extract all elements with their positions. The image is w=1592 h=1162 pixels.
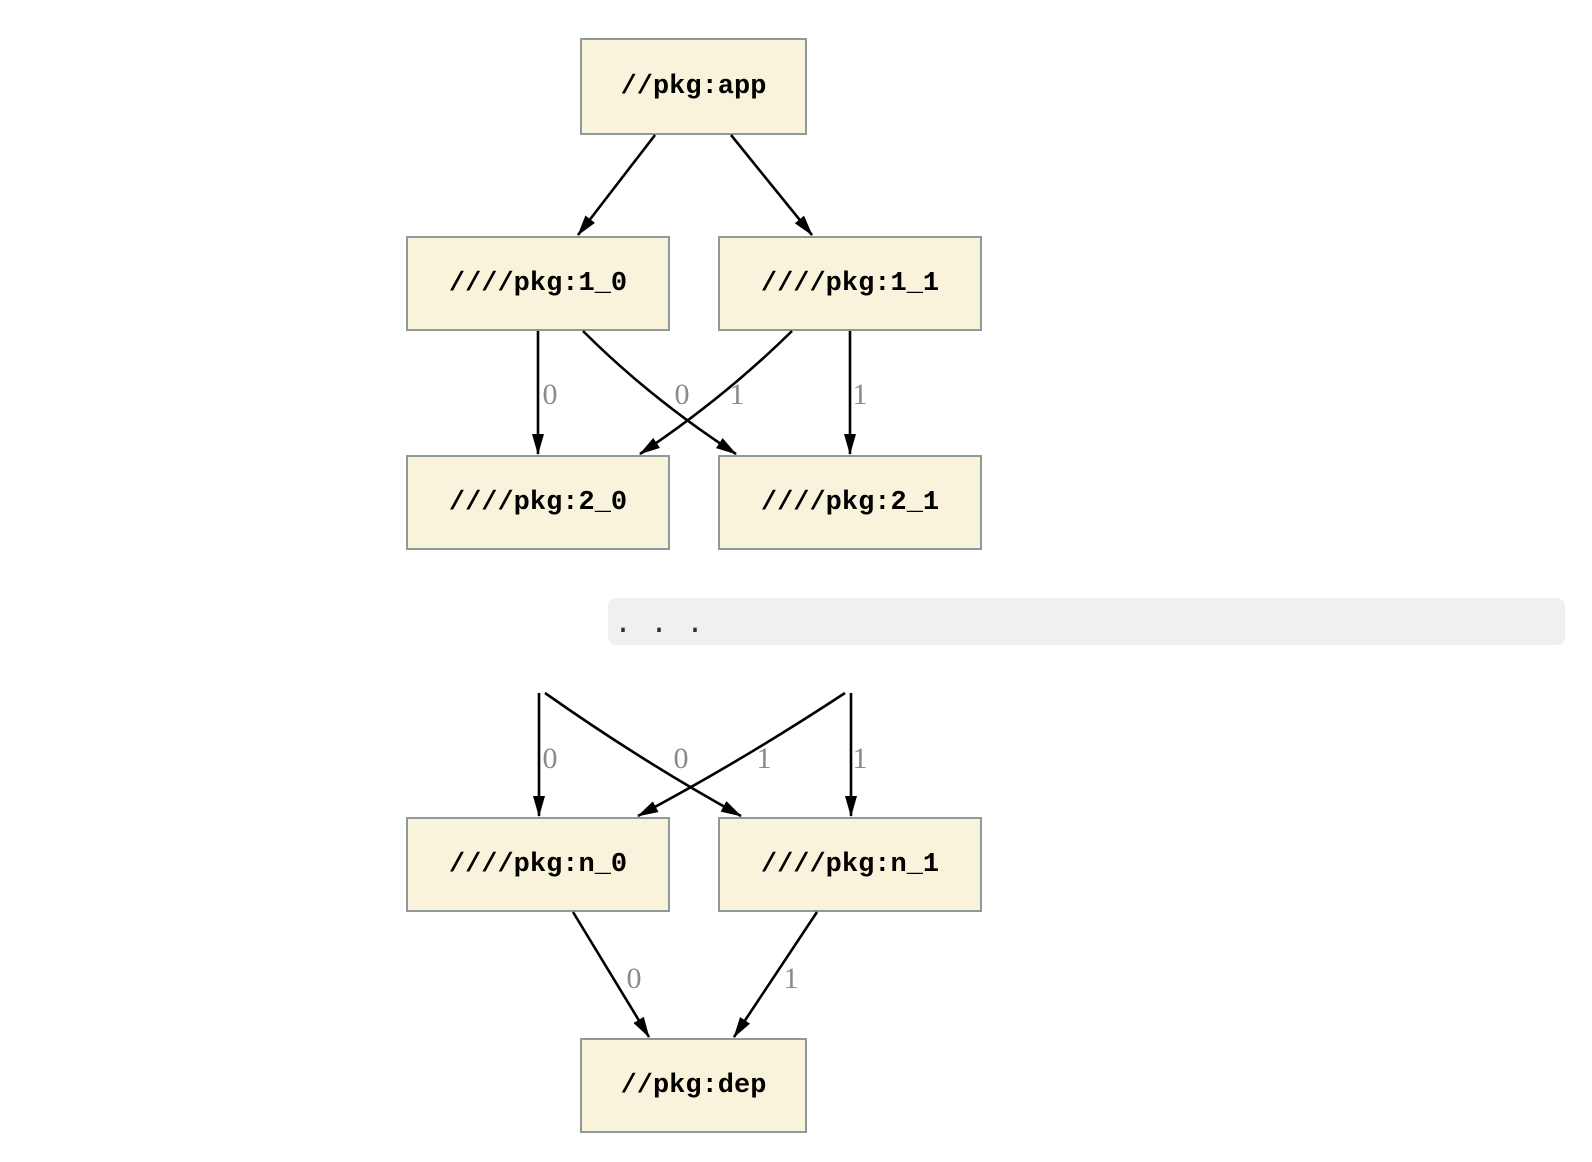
node-pkg-dep: //pkg:dep bbox=[580, 1038, 807, 1133]
edge-label-prev-n_1-right: 1 bbox=[853, 742, 868, 775]
edge-label-n_1-dep: 1 bbox=[784, 962, 799, 995]
node-pkg-2-0: ////pkg:2_0 bbox=[406, 455, 670, 550]
edge-app-to-1_1 bbox=[729, 134, 814, 236]
edge-label-1_1-2_0: 1 bbox=[730, 378, 745, 411]
edge-label-n_0-dep: 0 bbox=[627, 962, 642, 995]
edge-app-to-1_0 bbox=[576, 134, 657, 236]
edge-1_0-to-2_1 bbox=[582, 330, 737, 456]
edge-label-prev-n_0-left: 0 bbox=[543, 742, 558, 775]
edge-n_0-to-dep bbox=[571, 911, 651, 1038]
node-pkg-n-0: ////pkg:n_0 bbox=[406, 817, 670, 912]
node-pkg-app: //pkg:app bbox=[580, 38, 807, 135]
edge-prev-to-n_1-cross bbox=[544, 691, 742, 818]
edge-1_1-to-2_0 bbox=[639, 330, 793, 456]
node-pkg-2-1: ////pkg:2_1 bbox=[718, 455, 982, 550]
node-pkg-n-1: ////pkg:n_1 bbox=[718, 817, 982, 912]
ellipsis-text: . . . bbox=[614, 607, 705, 642]
node-pkg-1-1: ////pkg:1_1 bbox=[718, 236, 982, 331]
edge-label-prev-n_0-cross: 1 bbox=[757, 742, 772, 775]
edge-prev-to-n_0-cross bbox=[637, 691, 846, 818]
edge-label-1_0-2_0: 0 bbox=[543, 378, 558, 411]
edge-label-prev-n_1-cross: 0 bbox=[674, 742, 689, 775]
edge-n_1-to-dep bbox=[732, 911, 819, 1038]
node-pkg-1-0: ////pkg:1_0 bbox=[406, 236, 670, 331]
edge-label-1_1-2_1: 1 bbox=[853, 378, 868, 411]
edge-label-1_0-2_1: 0 bbox=[675, 378, 690, 411]
ellipsis-bar: . . . bbox=[608, 598, 1565, 645]
